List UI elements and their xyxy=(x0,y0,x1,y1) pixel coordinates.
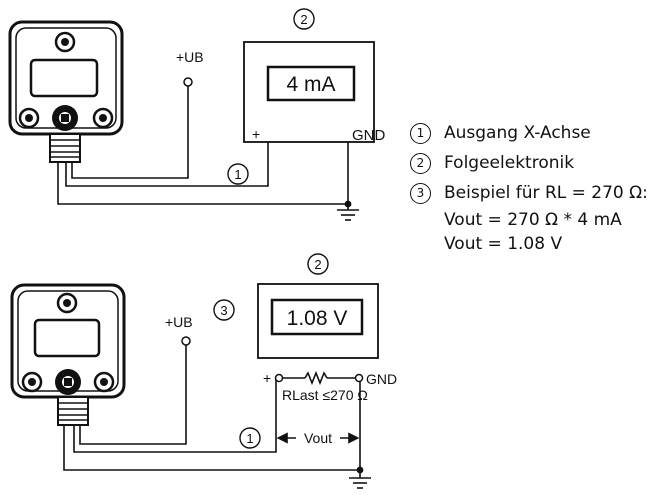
legend-number: 1 xyxy=(410,123,431,144)
top-screw-left-icon xyxy=(18,107,40,129)
top-follow-electronics: 4 mA xyxy=(243,41,375,143)
top-display-value: 4 mA xyxy=(286,73,335,96)
top-ub-label: +UB xyxy=(176,49,204,65)
legend-calc-line-1: Vout = 270 Ω * 4 mA xyxy=(444,210,622,230)
svg-text:3: 3 xyxy=(220,303,227,318)
bottom-follow-electronics: 1.08 V xyxy=(257,283,379,359)
svg-text:2: 2 xyxy=(300,12,307,27)
legend-text: Folgeelektronik xyxy=(444,153,575,173)
top-sensor xyxy=(8,20,124,163)
top-ground-icon xyxy=(337,200,359,221)
legend: 1 Ausgang X-Achse 2 Folgeelektronik 3 Be… xyxy=(408,118,670,256)
bottom-marker-1: 1 xyxy=(239,427,261,449)
bottom-resistor-label: RLast ≤270 Ω xyxy=(282,387,368,403)
top-connector-icon xyxy=(52,105,78,131)
bottom-gnd-label: GND xyxy=(366,371,397,387)
top-ub-terminal xyxy=(183,77,193,87)
bottom-marker-3: 3 xyxy=(213,299,235,321)
bottom-connector-icon xyxy=(55,369,81,395)
bottom-ground-icon xyxy=(349,466,371,489)
legend-number: 3 xyxy=(410,183,431,204)
svg-text:1: 1 xyxy=(234,167,241,182)
bottom-screw-right-icon xyxy=(93,371,115,393)
bottom-ub-terminal xyxy=(181,336,191,346)
legend-item-output-x: 1 Ausgang X-Achse xyxy=(408,118,670,148)
bottom-marker-2: 2 xyxy=(307,253,329,275)
bottom-plus-label: + xyxy=(263,370,271,386)
bottom-screw-top-icon xyxy=(56,292,78,314)
bottom-vout-label: Vout xyxy=(304,430,332,446)
bottom-display-value: 1.08 V xyxy=(287,307,348,330)
top-screw-top-icon xyxy=(54,31,76,53)
legend-calc-line-2: Vout = 1.08 V xyxy=(444,234,563,254)
legend-item-example: 3 Beispiel für RL = 270 Ω: xyxy=(408,178,670,208)
bottom-screw-left-icon xyxy=(21,371,43,393)
top-screw-right-icon xyxy=(92,107,114,129)
bottom-wires xyxy=(63,345,361,478)
legend-text: Ausgang X-Achse xyxy=(444,123,591,143)
legend-text: Beispiel für RL = 270 Ω: xyxy=(444,183,648,203)
bottom-sensor xyxy=(10,283,126,426)
svg-text:1: 1 xyxy=(246,431,253,446)
top-wires xyxy=(57,86,349,210)
bottom-ub-label: +UB xyxy=(165,314,193,330)
legend-number: 2 xyxy=(410,153,431,174)
svg-text:2: 2 xyxy=(314,257,321,272)
bottom-resistor-icon xyxy=(274,373,364,383)
top-marker-1: 1 xyxy=(227,163,249,185)
bottom-vout-arrow: Vout xyxy=(276,430,360,446)
top-marker-2: 2 xyxy=(293,8,315,30)
top-gnd-label: GND xyxy=(352,127,386,144)
legend-item-follow-electronics: 2 Folgeelektronik xyxy=(408,148,670,178)
top-plus-label: + xyxy=(252,126,260,142)
